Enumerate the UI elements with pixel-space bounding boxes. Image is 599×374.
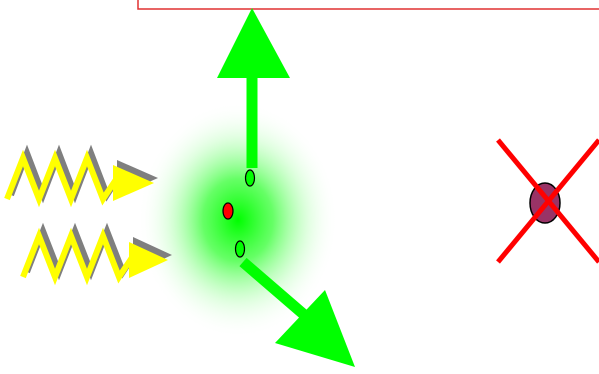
x-mark-icon	[496, 138, 599, 264]
wavy-arrow-icon	[20, 222, 172, 286]
green-glow	[138, 102, 338, 338]
top-box	[137, 0, 599, 10]
wavy-arrow-icon	[4, 144, 158, 208]
red-particle	[222, 202, 234, 220]
green-particle-bottom	[234, 240, 246, 258]
upward-arrow-icon	[217, 8, 290, 168]
green-particle-top	[244, 169, 256, 187]
downright-arrow-icon	[239, 257, 355, 367]
